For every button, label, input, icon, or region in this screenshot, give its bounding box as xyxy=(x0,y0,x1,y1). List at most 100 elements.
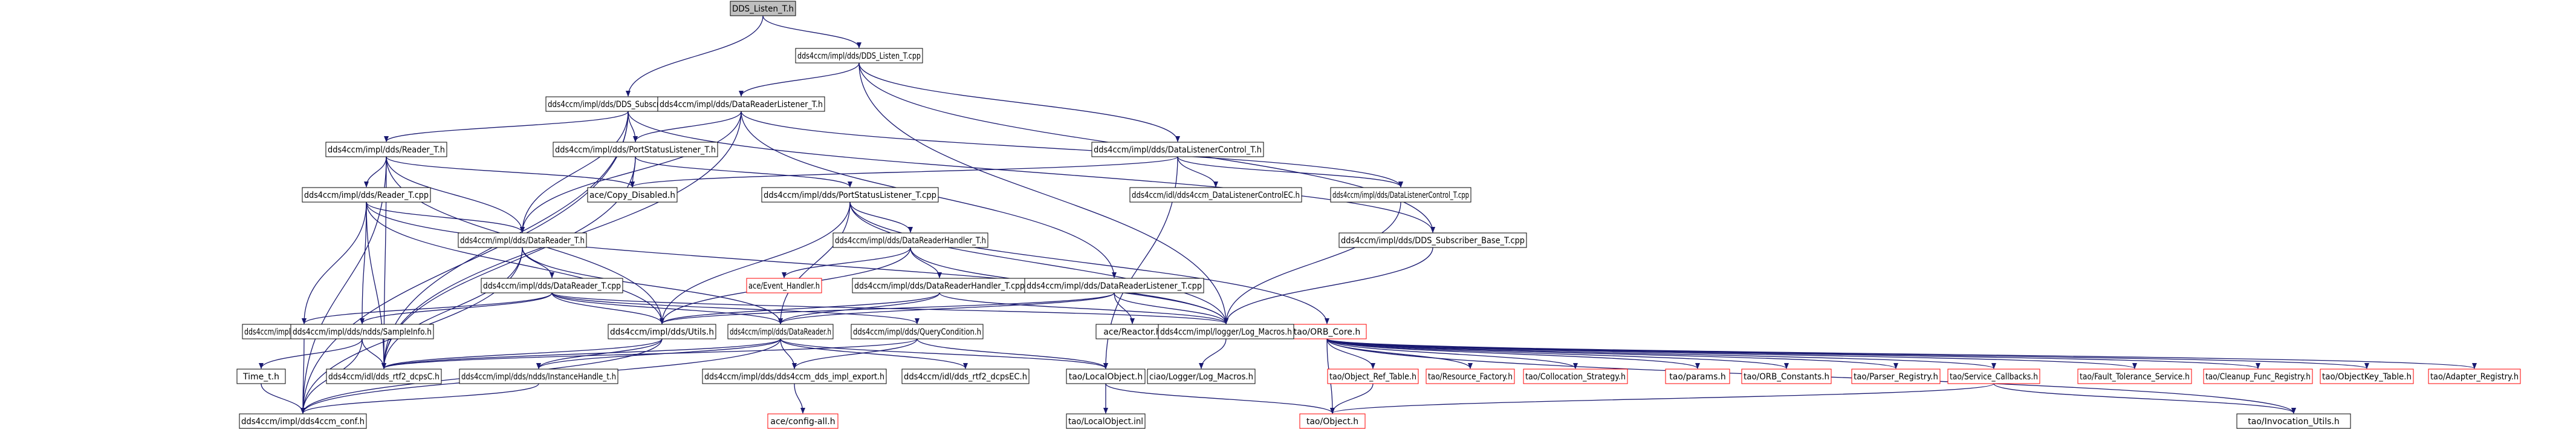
dependency-edge xyxy=(778,292,940,324)
dependency-edge xyxy=(858,62,1228,324)
node-label: dds4ccm/impl/dds/DataListenerControl_T.h xyxy=(1094,145,1262,155)
node-label: dds4ccm/impl/dds/ndds/InstanceHandle_t.h xyxy=(461,372,616,382)
node-label: ace/Reactor.h xyxy=(1103,327,1161,337)
dependency-edge xyxy=(1326,338,1996,369)
graph-node[interactable]: dds4ccm/impl/dds/ndds/InstanceHandle_t.h xyxy=(459,368,618,384)
dependency-edge xyxy=(1114,292,1135,324)
graph-node[interactable]: dds4ccm/impl/dds/PortStatusListener_T.h xyxy=(553,142,718,157)
graph-node[interactable]: dds4ccm/impl/dds/DataReader.h xyxy=(727,324,834,339)
graph-node[interactable]: dds4ccm/impl/dds/DataReader_T.h xyxy=(458,232,587,248)
dependency-edge xyxy=(1177,156,1403,188)
graph-node[interactable]: dds4ccm/impl/dds/dds4ccm_dds_impl_export… xyxy=(702,368,887,384)
node-label: tao/Adapter_Registry.h xyxy=(2430,372,2519,382)
node-box xyxy=(1095,324,1169,339)
graph-node[interactable]: DDS_Listen_T.h xyxy=(730,1,796,16)
node-box xyxy=(481,278,623,293)
graph-node[interactable]: dds4ccm/impl/dds4ccm_conf.h xyxy=(239,413,367,429)
node-box xyxy=(832,232,988,248)
dependency-edge xyxy=(300,338,306,414)
graph-node[interactable]: dds4ccm/impl/dds/Reader_T.cpp xyxy=(302,187,431,203)
node-box xyxy=(1741,368,1832,384)
node-label: tao/Fault_Tolerance_Service.h xyxy=(2080,372,2190,382)
node-label: dds4ccm/impl/dds/DataReader_T.h xyxy=(460,236,585,246)
dependency-edge xyxy=(364,156,387,188)
graph-node: tao/Service_Callbacks.h xyxy=(1947,368,2040,384)
dependency-edge xyxy=(520,111,742,233)
node-box xyxy=(326,368,442,384)
node-box xyxy=(459,368,618,384)
dependency-edge xyxy=(381,338,663,369)
node-label: dds4ccm/impl/dds/QueryCondition.h xyxy=(853,327,981,337)
node-box xyxy=(1947,368,2040,384)
graph-node[interactable]: dds4ccm/impl/dds/DataReaderListener_T.cp… xyxy=(1024,278,1204,293)
graph-node[interactable]: dds4ccm/impl/dds/DataListenerControl_T.c… xyxy=(1330,187,1471,203)
graph-node: ace/config-all.h xyxy=(767,413,839,429)
node-label: tao/ObjectKey_Table.h xyxy=(2322,372,2412,382)
graph-node[interactable]: dds4ccm/impl/dds/Utils.h xyxy=(608,324,716,339)
node-box xyxy=(1066,413,1146,429)
graph-node[interactable]: dds4ccm/idl/dds_rtf2_dcpsC.h xyxy=(326,368,442,384)
graph-node[interactable]: dds4ccm/impl/dds/ndds/SampleInfo.h xyxy=(290,324,434,339)
dependency-edge xyxy=(381,338,918,369)
graph-node[interactable]: Time_t.h xyxy=(236,368,286,384)
node-box xyxy=(239,413,367,429)
graph-node[interactable]: dds4ccm/impl/dds/DDS_Subscriber_Base_T.c… xyxy=(1338,232,1527,248)
graph-node[interactable]: tao/LocalObject.h xyxy=(1066,368,1146,384)
dependency-edge xyxy=(551,292,664,324)
node-label: dds4ccm/impl/dds/DDS_Subscriber_Base_T.c… xyxy=(1341,236,1525,246)
dependency-edge xyxy=(741,111,1403,188)
node-box xyxy=(1851,368,1941,384)
node-label: dds4ccm/impl/dds/PortStatusListener_T.cp… xyxy=(764,191,936,200)
dependency-edge xyxy=(849,201,1329,324)
dependency-edge xyxy=(381,338,781,369)
node-box xyxy=(587,187,678,203)
dependency-edge xyxy=(366,201,525,233)
graph-node[interactable]: ace/Reactor.h xyxy=(1095,324,1169,339)
graph-node[interactable]: dds4ccm/idl/dds4ccm_DataListenerControlE… xyxy=(1129,187,1302,203)
graph-node[interactable]: dds4ccm/impl/dds/QueryCondition.h xyxy=(851,324,984,339)
graph-node[interactable]: dds4ccm/impl/dds/Reader_T.h xyxy=(325,142,447,157)
graph-node[interactable]: dds4ccm/impl/dds/DataListenerControl_T.h xyxy=(1091,142,1264,157)
node-box xyxy=(657,96,825,112)
graph-node[interactable]: dds4ccm/impl/dds/DataReader_T.cpp xyxy=(481,278,623,293)
node-label: dds4ccm/idl/dds4ccm_DataListenerControlE… xyxy=(1132,191,1300,200)
dependency-edge xyxy=(261,383,305,414)
dependency-edge xyxy=(660,292,940,324)
dependency-edge xyxy=(1199,338,1227,369)
node-label: tao/LocalObject.inl xyxy=(1068,417,1143,427)
dependency-edge xyxy=(520,111,629,233)
dependency-edge xyxy=(939,292,1228,324)
node-box xyxy=(901,368,1030,384)
graph-node[interactable]: dds4ccm/impl/logger/Log_Macros.h xyxy=(1158,324,1294,339)
dependency-edge xyxy=(762,15,861,48)
node-box xyxy=(730,1,796,16)
graph-node[interactable]: dds4ccm/impl/dds/DataReaderHandler_T.h xyxy=(832,232,988,248)
node-label: dds4ccm/impl/dds/DataReaderListener_T.h xyxy=(660,100,823,110)
graph-node[interactable]: ace/Copy_Disabled.h xyxy=(587,187,678,203)
graph-node[interactable]: dds4ccm/impl/dds/DDS_Listen_T.cpp xyxy=(795,48,923,64)
dependency-edge xyxy=(1326,338,1700,369)
graph-node[interactable]: dds4ccm/impl/dds/PortStatusListener_T.cp… xyxy=(761,187,939,203)
graph-node[interactable]: tao/LocalObject.inl xyxy=(1066,413,1146,429)
node-box xyxy=(746,278,822,293)
dependency-edge xyxy=(1326,338,2369,369)
node-box xyxy=(458,232,587,248)
node-label: dds4ccm/impl/dds/DataReader.h xyxy=(730,327,831,337)
node-label: ace/Copy_Disabled.h xyxy=(589,191,675,200)
dependency-edge xyxy=(1224,247,1433,324)
graph-node[interactable]: ciao/Logger/Log_Macros.h xyxy=(1147,368,1256,384)
node-label: tao/ORB_Constants.h xyxy=(1744,372,1829,382)
dependency-edge xyxy=(630,156,1178,188)
node-label: dds4ccm/impl/dds/ndds/SampleInfo.h xyxy=(293,327,432,337)
node-box xyxy=(1299,413,1366,429)
dependency-edge xyxy=(1224,201,1401,324)
dependency-edge xyxy=(1326,338,1375,369)
dependency-edge xyxy=(360,201,367,324)
graph-node[interactable]: dds4ccm/idl/dds_rtf2_dcpsEC.h xyxy=(901,368,1030,384)
node-box xyxy=(236,368,286,384)
node-label: dds4ccm/impl/dds/DataReaderHandler_T.cpp xyxy=(854,281,1025,291)
graph-node[interactable]: tao/Invocation_Utils.h xyxy=(2236,413,2351,429)
graph-node[interactable]: dds4ccm/impl/dds/DataReaderHandler_T.cpp xyxy=(852,278,1027,293)
graph-node[interactable]: dds4ccm/impl/dds/DataReaderListener_T.h xyxy=(657,96,825,112)
dependency-edge xyxy=(551,292,920,324)
